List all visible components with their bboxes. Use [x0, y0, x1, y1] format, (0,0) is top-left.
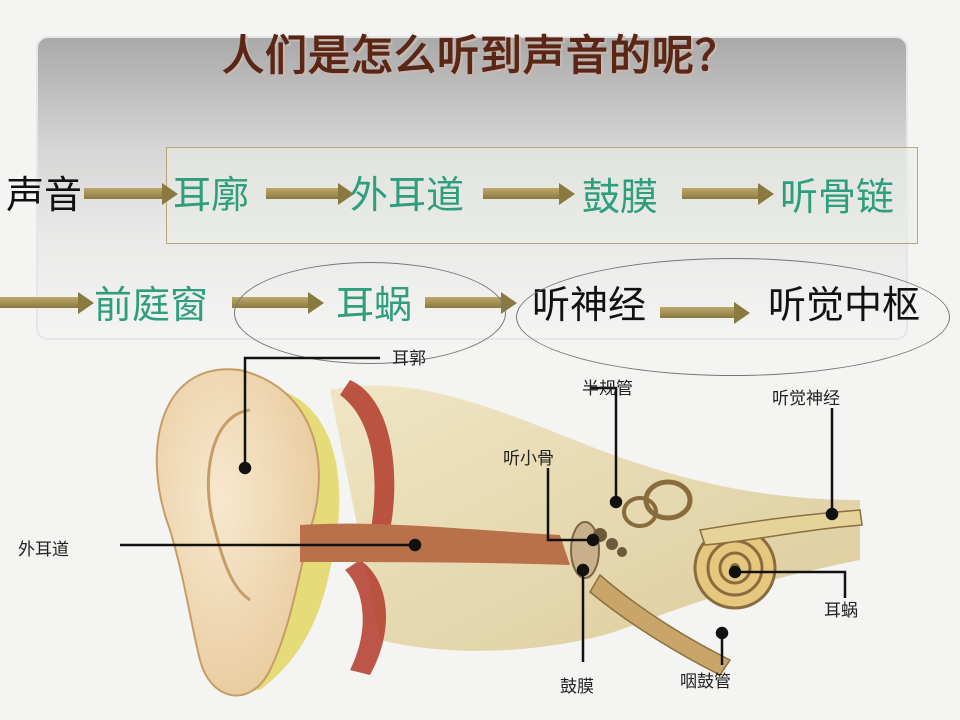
canal-wall-lower — [345, 560, 387, 675]
eustachian-tube-shape — [589, 573, 732, 676]
flow-arrow — [84, 183, 178, 205]
label-ossicles: 听小骨 — [503, 449, 554, 469]
auricle-shape — [155, 368, 320, 697]
flow-arrow — [483, 183, 575, 205]
ear-canal-shape — [300, 523, 570, 565]
flow-arrow — [682, 183, 774, 205]
flow-step-ear-canal: 外耳道 — [350, 173, 465, 217]
label-cochlea: 耳蜗 — [824, 601, 858, 621]
label-ear-canal: 外耳道 — [18, 540, 69, 560]
canal-wall-upper — [340, 380, 395, 535]
flow-step-ossicles: 听骨链 — [780, 175, 895, 219]
label-semicircular-canal: 半规管 — [582, 379, 633, 399]
flow-step-oval-window: 前庭窗 — [94, 283, 209, 327]
flow-step-eardrum: 鼓膜 — [582, 175, 659, 219]
highlight-oval-cochlea — [234, 262, 506, 364]
ossicle-3 — [617, 547, 627, 557]
label-eustachian-tube: 咽鼓管 — [680, 672, 731, 692]
ossicle-2 — [606, 538, 618, 550]
ear-anatomy-diagram — [120, 356, 863, 697]
semicircular-canal-2 — [622, 496, 658, 528]
auricle-fold — [206, 408, 251, 602]
flow-step-sound: 声音 — [6, 173, 83, 217]
auditory-nerve-shape — [699, 509, 863, 546]
flow-step-auricle: 耳廓 — [173, 173, 250, 217]
flow-arrow — [266, 183, 354, 205]
flow-arrow — [0, 292, 94, 314]
label-auditory-nerve: 听觉神经 — [772, 389, 840, 409]
label-auricle: 耳郭 — [392, 349, 426, 369]
highlight-oval-nerve — [516, 258, 950, 376]
label-eardrum: 鼓膜 — [560, 677, 594, 697]
page-title: 人们是怎么听到声音的呢？ — [221, 31, 738, 80]
